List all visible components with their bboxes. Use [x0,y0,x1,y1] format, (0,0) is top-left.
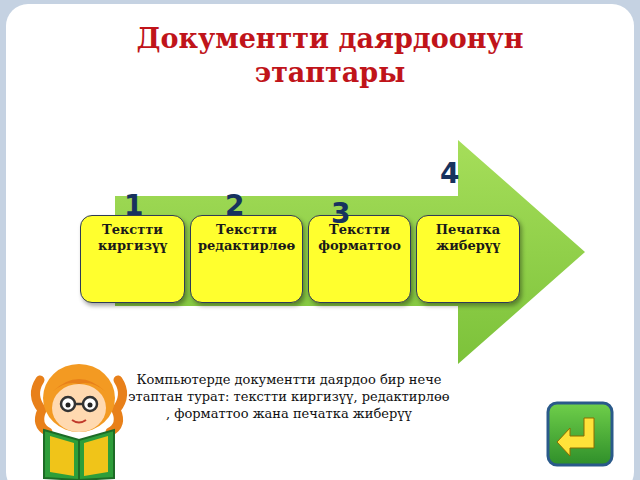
stage-box: Текстти киргизүү [80,215,185,303]
stage-box: Текстти форматтоо [308,215,411,303]
stage-label: Текстти форматтоо [313,222,406,253]
stage-label: Текстти редактирлөө [195,222,298,253]
white-panel [6,4,634,480]
stage-box: Текстти редактирлөө [190,215,303,303]
step-number: 2 [225,192,244,220]
back-button [548,403,612,465]
step-number: 3 [331,200,350,228]
step-number: 4 [440,160,459,188]
slide-title: Документти даярдоонун этаптары [110,22,550,90]
process-arrow [115,140,585,364]
caption: Компьютерде документти даярдоо бир нече … [128,372,450,423]
step-number: 1 [124,192,143,220]
stage-label: Печатка жиберүү [421,222,515,253]
girl-illustration [35,364,122,480]
stage-label: Текстти киргизүү [85,222,180,253]
stage-box: Печатка жиберүү [416,215,520,303]
